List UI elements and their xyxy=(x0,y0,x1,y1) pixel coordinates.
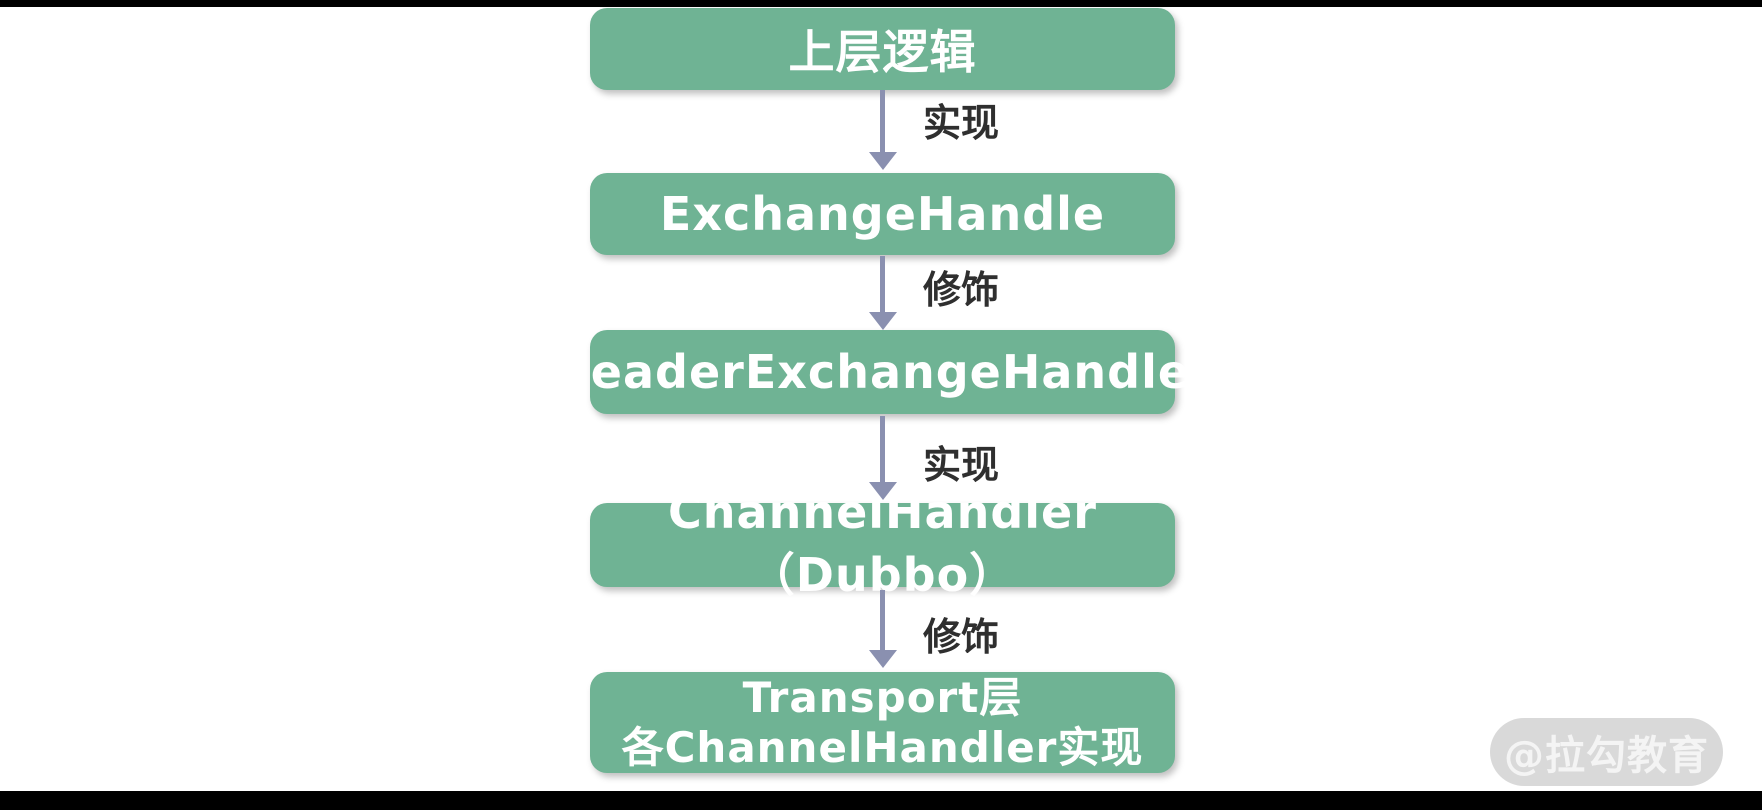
arrow-head-icon xyxy=(869,482,897,500)
arrow-head-icon xyxy=(869,152,897,170)
node-label: 上层逻辑 xyxy=(788,25,977,79)
arrow-shaft xyxy=(880,256,885,312)
node-channel-handler-dubbo: ChannelHandler（Dubbo） xyxy=(590,485,1175,602)
arrow-shaft xyxy=(880,590,885,650)
edge-label-implement: 实现 xyxy=(923,443,1000,487)
edge-label-decorate: 修饰 xyxy=(923,615,1000,659)
watermark-text: @拉勾教育 xyxy=(1504,733,1709,779)
node-label-line-2: 各ChannelHandler实现 xyxy=(621,722,1144,772)
arrow-head-icon xyxy=(869,312,897,330)
node-exchange-handle: ExchangeHandle xyxy=(590,173,1175,255)
arrow-shaft xyxy=(880,416,885,482)
edge-label-decorate: 修饰 xyxy=(923,268,1000,312)
node-transport-layer: Transport层 各ChannelHandler实现 xyxy=(590,672,1175,773)
node-upper-logic: 上层逻辑 xyxy=(590,8,1175,90)
node-label: ChannelHandler（Dubbo） xyxy=(668,485,1097,602)
letterbox-bar-top xyxy=(0,0,1762,7)
arrow-head-icon xyxy=(869,650,897,668)
letterbox-bar-bottom xyxy=(0,791,1762,810)
arrow-shaft xyxy=(880,90,885,152)
edge-label-implement: 实现 xyxy=(923,101,1000,145)
node-label-line-1: Transport层 xyxy=(742,672,1023,722)
node-label: HeaderExchangeHandler xyxy=(551,345,1214,399)
node-label: ExchangeHandle xyxy=(659,187,1106,241)
watermark-badge: @拉勾教育 xyxy=(1490,718,1723,786)
node-header-exchange-handler: HeaderExchangeHandler xyxy=(551,330,1213,414)
